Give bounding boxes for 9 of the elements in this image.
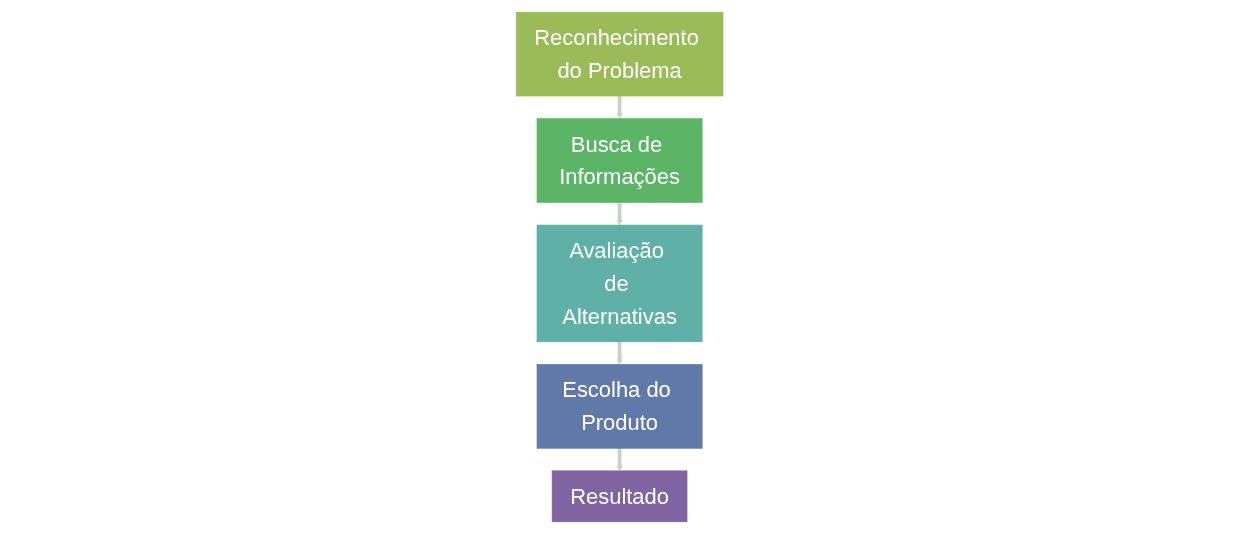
node-box: Resultado (551, 470, 688, 523)
node-box: Reconhecimento do Problema (515, 11, 724, 97)
node-box: Busca de Informações (536, 118, 703, 203)
node-box: Avaliação de Alternativas (536, 224, 703, 343)
node-box: Escolha do Produto (536, 364, 703, 449)
arrow (616, 341, 623, 365)
arrow (616, 96, 623, 119)
arrow (616, 202, 623, 226)
arrow (616, 448, 623, 472)
